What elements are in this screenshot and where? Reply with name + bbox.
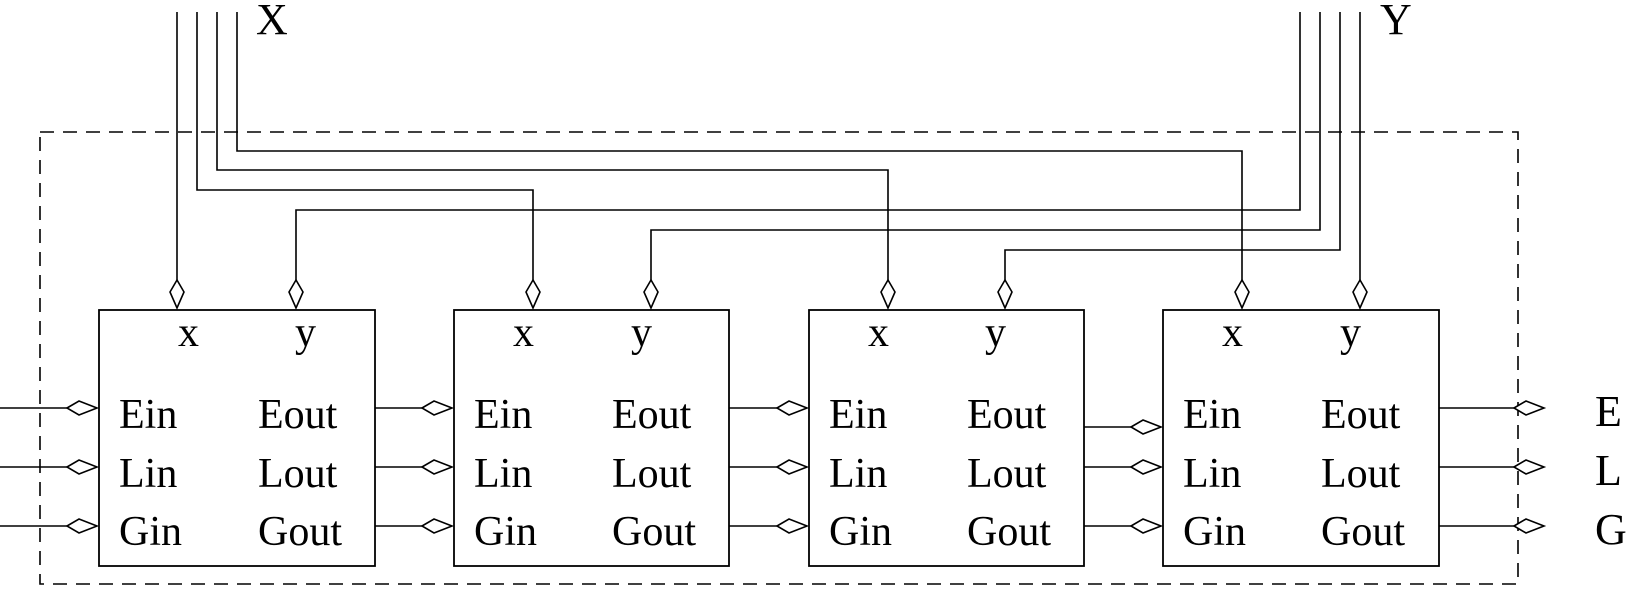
arrow-cell2-y (643, 278, 659, 310)
arrow-cell2-x (525, 278, 541, 310)
cell4-eout: Eout (1321, 392, 1401, 438)
arrow-cell3-x (880, 278, 896, 310)
cell2-x-pin: x (513, 310, 534, 356)
cell1-x-pin: x (178, 310, 199, 356)
output-e-label: E (1595, 387, 1622, 436)
cell1-ein: Ein (119, 392, 177, 438)
arrow-cell1-y (288, 278, 304, 310)
cell1-gin: Gin (119, 509, 182, 555)
cell1-eout: Eout (258, 392, 338, 438)
cell4-gout: Gout (1321, 509, 1405, 555)
cell1-y-pin: y (295, 310, 316, 356)
arrow-cell4-y (1352, 278, 1368, 310)
input-x-label: X (256, 0, 288, 44)
comparator-cell-2: x y Ein Eout Lin Lout Gin Gout (453, 309, 730, 567)
cell2-gout: Gout (612, 509, 696, 555)
cell3-eout: Eout (967, 392, 1047, 438)
cell4-lin: Lin (1183, 451, 1241, 497)
x-bus-wires (176, 12, 1243, 280)
top-arrowheads (169, 278, 1368, 310)
cell3-gout: Gout (967, 509, 1051, 555)
cell3-y-pin: y (985, 310, 1006, 356)
side-arrowheads (65, 400, 1547, 534)
cell3-x-pin: x (868, 310, 889, 356)
cell4-gin: Gin (1183, 509, 1246, 555)
cell4-y-pin: y (1340, 310, 1361, 356)
comparator-cell-1: x y Ein Eout Lin Lout Gin Gout (98, 309, 376, 567)
external-input-wires (0, 407, 67, 527)
cell3-lin: Lin (829, 451, 887, 497)
cell4-ein: Ein (1183, 392, 1241, 438)
cell2-eout: Eout (612, 392, 692, 438)
cell4-lout: Lout (1321, 451, 1401, 497)
cell2-lin: Lin (474, 451, 532, 497)
cell2-y-pin: y (631, 310, 652, 356)
cell3-gin: Gin (829, 509, 892, 555)
comparator-cell-3: x y Ein Eout Lin Lout Gin Gout (808, 309, 1085, 567)
cell2-ein: Ein (474, 392, 532, 438)
cell4-x-pin: x (1222, 310, 1243, 356)
dashed-enclosure (39, 131, 1519, 585)
output-wires (1439, 407, 1514, 527)
cell1-lout: Lout (258, 451, 338, 497)
output-g-label: G (1595, 505, 1627, 554)
cell2-lout: Lout (612, 451, 692, 497)
cell2-gin: Gin (474, 509, 537, 555)
cell3-ein: Ein (829, 392, 887, 438)
input-y-label: Y (1380, 0, 1412, 44)
arrow-cell1-x (169, 278, 185, 310)
cell1-lin: Lin (119, 451, 177, 497)
output-l-label: L (1595, 446, 1622, 495)
arrow-cell4-x (1234, 278, 1250, 310)
y-bus-wires (295, 12, 1361, 280)
comparator-cell-4: x y Ein Eout Lin Lout Gin Gout (1162, 309, 1440, 567)
arrow-cell3-y (997, 278, 1013, 310)
cell1-gout: Gout (258, 509, 342, 555)
cell3-lout: Lout (967, 451, 1047, 497)
inter-cell-wires (375, 407, 1131, 527)
